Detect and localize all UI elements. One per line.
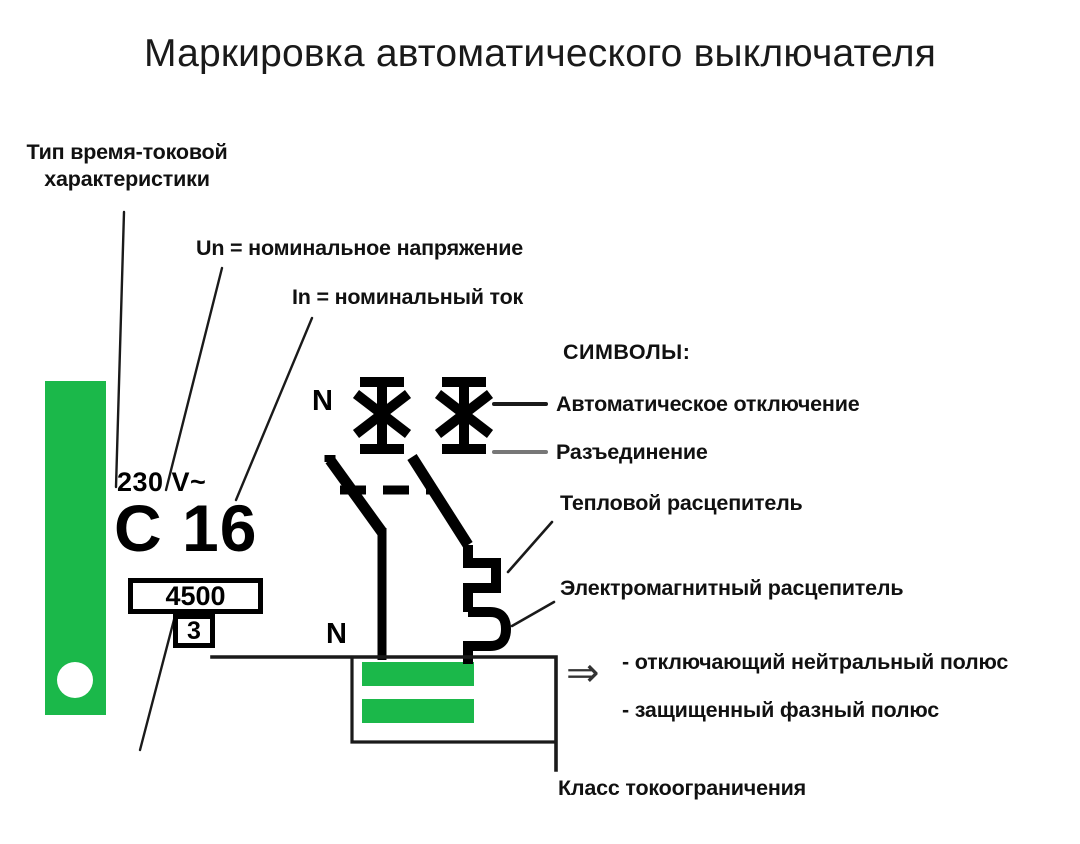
page-title: Маркировка автоматического выключателя	[143, 32, 937, 75]
legend-item-electromagnetic-release: Электромагнитный расцепитель	[560, 576, 904, 600]
marking-rated-voltage: 230 V~	[117, 467, 207, 497]
phase-pole-bar	[362, 699, 474, 723]
legend-item-auto-disconnect: Автоматическое отключение	[556, 392, 860, 416]
callout-type-curve: Тип время-токовой характеристики	[26, 140, 228, 191]
leader-rated-current	[234, 316, 314, 502]
leader-rated-voltage	[164, 266, 224, 492]
leader-electromagnetic-release	[510, 600, 556, 628]
breaker-front-panel	[45, 381, 106, 715]
breaker-indicator-dot	[57, 662, 93, 698]
legend-heading: СИМВОЛЫ:	[563, 340, 691, 364]
terminal-label-n-bottom: N	[326, 618, 347, 650]
asterisk-symbol-auto-disconnect	[352, 377, 412, 454]
pole-group-outline	[350, 657, 556, 744]
leader-thermal-release	[506, 520, 554, 574]
electromagnetic-release-symbol	[463, 607, 512, 664]
double-arrow-icon: ⇒	[566, 651, 600, 695]
callout-rated-voltage: Un = номинальное напряжение	[196, 236, 523, 260]
asterisk-symbol-isolation	[434, 377, 494, 454]
switch-blade-phase	[407, 454, 473, 548]
marking-current-limiting-class: 3	[173, 614, 215, 648]
marking-breaking-capacity: 4500	[128, 578, 263, 614]
thermal-release-symbol	[463, 545, 501, 612]
switch-blade-neutral	[325, 456, 387, 536]
callout-phase-pole: - защищенный фазный полюс	[622, 698, 940, 722]
leader-limiting-class-bracket	[210, 655, 558, 772]
callout-limiting-class: Класс токоограничения	[558, 776, 806, 800]
leader-limiting-class-lower	[138, 610, 178, 752]
legend-item-thermal-release: Тепловой расцепитель	[560, 491, 803, 515]
neutral-pole-bar	[362, 662, 474, 686]
legend-item-isolation: Разъединение	[556, 440, 708, 464]
leader-type-curve	[114, 210, 126, 489]
callout-rated-current: In = номинальный ток	[292, 285, 524, 309]
callout-neutral-pole: - отключающий нейтральный полюс	[622, 650, 1009, 674]
terminal-label-n-top: N	[312, 385, 333, 417]
marking-curve-and-rating: C 16	[114, 491, 258, 565]
